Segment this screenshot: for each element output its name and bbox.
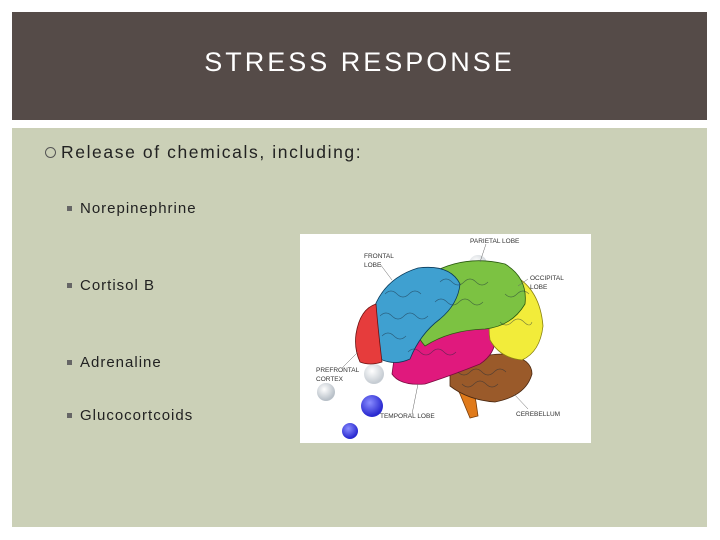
list-item: Glucocortcoids <box>67 407 193 424</box>
list-item-label: Adrenaline <box>80 354 162 371</box>
label-parietal: PARIETAL LOBE <box>470 238 520 245</box>
list-item-label: Glucocortcoids <box>80 407 194 424</box>
prefrontal-cortex-region <box>355 303 383 365</box>
list-item-label: Cortisol B <box>80 277 156 294</box>
label-leaders <box>341 243 529 415</box>
square-bullet-icon <box>67 360 72 365</box>
square-bullet-icon <box>67 283 72 288</box>
label-prefrontal-2: CORTEX <box>316 376 344 383</box>
list-item: Norepinephrine <box>67 200 197 217</box>
title-bar: STRESS RESPONSE <box>12 12 707 120</box>
circle-bullet-icon <box>45 147 56 158</box>
label-frontal-2: LOBE <box>364 262 382 269</box>
label-cerebellum: CEREBELLUM <box>516 411 560 418</box>
orb-decoration <box>342 423 358 439</box>
square-bullet-icon <box>67 413 72 418</box>
label-prefrontal-1: PREFRONTAL <box>316 367 360 374</box>
lead-bullet-item: Release of chemicals, including: <box>45 142 362 163</box>
list-item: Cortisol B <box>67 277 155 294</box>
label-temporal: TEMPORAL LOBE <box>380 413 435 420</box>
orb-decoration <box>361 395 383 417</box>
brain-illustration: PARIETAL LOBE FRONTAL LOBE OCCIPITAL LOB… <box>316 238 564 439</box>
label-occipital-1: OCCIPITAL <box>530 275 564 282</box>
gyri-texture <box>379 278 533 388</box>
lead-text: Release of chemicals, including: <box>61 142 363 162</box>
list-item-label: Norepinephrine <box>80 200 197 217</box>
list-item: Adrenaline <box>67 354 162 371</box>
label-frontal-1: FRONTAL <box>364 253 394 260</box>
label-occipital-2: LOBE <box>530 284 548 291</box>
orb-decoration <box>317 383 335 401</box>
content-area: Release of chemicals, including: Norepin… <box>12 128 707 527</box>
orb-decoration <box>364 364 384 384</box>
slide-title: STRESS RESPONSE <box>204 46 515 77</box>
square-bullet-icon <box>67 206 72 211</box>
brain-diagram: PARIETAL LOBE FRONTAL LOBE OCCIPITAL LOB… <box>300 234 591 443</box>
